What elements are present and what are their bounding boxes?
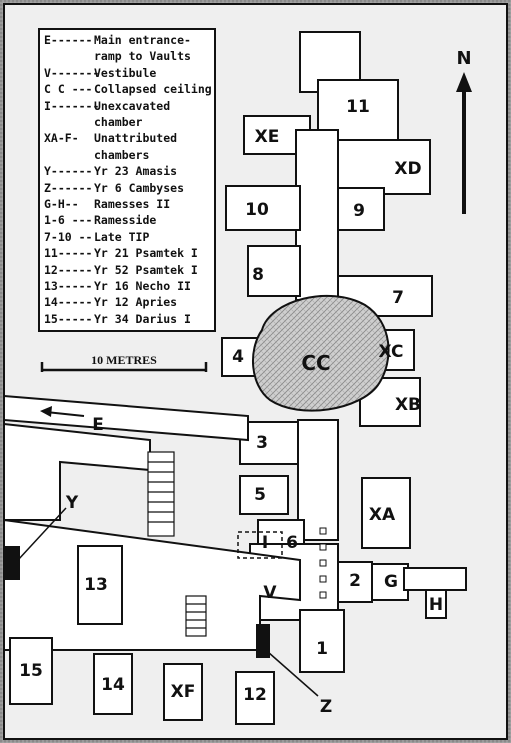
legend-key: Z------ (44, 180, 93, 195)
east-passage (403, 567, 467, 591)
chamber-12 (235, 671, 275, 725)
chamber-5 (239, 475, 289, 515)
legend-key: C C --- (44, 82, 93, 97)
legend-key: 13----- (44, 279, 93, 293)
chamber-8 (247, 245, 301, 297)
chamber-h (425, 589, 447, 619)
label-chamber-11: 11 (346, 97, 370, 117)
stair-lower (185, 595, 207, 637)
legend-text: Vestibule (94, 65, 157, 80)
collapsed-ceiling-area (252, 294, 390, 412)
burial-z-leader (267, 651, 319, 697)
legend-key: XA-F- (44, 131, 79, 146)
chamber-10 (225, 185, 301, 231)
label-burial-z: Z (320, 697, 332, 717)
label-chamber-13: 13 (84, 575, 108, 595)
legend-key: 1-6 --- (44, 213, 93, 228)
burial-z-marker (256, 624, 270, 658)
legend-text: Ramesside (94, 213, 157, 228)
chamber-15 (9, 637, 53, 705)
label-chamber-4: 4 (232, 347, 244, 367)
chamber-xb (359, 377, 421, 427)
legend-key: V------- (44, 65, 100, 80)
legend-text: Unattributed (94, 131, 178, 146)
label-chamber-14: 14 (101, 675, 125, 695)
label-chamber-g: G (384, 572, 398, 592)
label-chamber-xf: XF (171, 682, 196, 702)
chamber-g (371, 563, 409, 601)
legend-key: E------ (44, 33, 93, 47)
legend-key: G-H-- (44, 197, 79, 211)
legend-text: Ramesses II (94, 197, 171, 211)
burial-y-leader (17, 507, 67, 561)
legend-text: Collapsed ceiling (94, 82, 212, 97)
label-burial-y: Y (65, 493, 79, 513)
label-chamber-2: 2 (349, 571, 361, 591)
chamber-14 (93, 653, 133, 715)
label-chamber-1: 1 (316, 639, 328, 659)
legend-text: Yr 21 Psamtek I (94, 246, 198, 261)
legend-text: Unexcavated (94, 98, 171, 113)
label-chamber-6: 6 (286, 533, 298, 553)
legend-text: chambers (94, 147, 150, 162)
legend-key: 15----- (44, 311, 93, 326)
legend-key: 14----- (44, 295, 93, 310)
chamber-xf (163, 663, 203, 721)
central-corridor (295, 129, 339, 301)
label-chamber-12: 12 (243, 685, 267, 705)
label-chamber-xb: XB (395, 395, 421, 415)
legend-text: Late TIP (94, 229, 150, 244)
legend-text: Yr 34 Darius I (94, 311, 191, 326)
label-chamber-xe: XE (255, 127, 280, 147)
entrance-arrow-shaft (45, 411, 85, 417)
label-chamber-7: 7 (392, 288, 404, 308)
legend-key: Y------ (44, 164, 93, 179)
label-chamber-h: H (429, 595, 443, 615)
label-entrance: E (92, 415, 104, 435)
legend-text: Yr 6 Cambyses (94, 180, 185, 195)
label-chamber-9: 9 (353, 201, 365, 221)
chamber-2 (337, 561, 373, 603)
label-chamber-8: 8 (252, 265, 264, 285)
label-chamber-xd: XD (394, 159, 421, 179)
label-collapsed-ceiling: CC (301, 351, 330, 375)
legend-key: 7-10 -- (44, 229, 93, 244)
unexcavated-chamber-outline (237, 531, 283, 559)
chamber-9-annex (337, 187, 385, 231)
legend-key: 12----- (44, 262, 93, 277)
legend-text: chamber (94, 115, 143, 129)
burial-y-marker (4, 546, 20, 580)
legend-key: 11----- (44, 246, 93, 261)
scale-bar-label: 10 METRES (91, 353, 157, 367)
label-chamber-10: 10 (245, 200, 269, 220)
legend-text: Yr 12 Apries (94, 295, 178, 310)
label-chamber-3: 3 (256, 433, 268, 453)
legend-text: Main entrance- (94, 33, 191, 47)
chamber-xa (361, 477, 411, 549)
entrance-arrow-head (40, 406, 52, 417)
label-chamber-15: 15 (19, 661, 43, 681)
chamber-labels: 11 XE XD 10 9 8 7 4 CC XC XB 3 5 XA I 6 … (19, 48, 471, 717)
chamber-13 (77, 545, 123, 625)
north-arrow-head (456, 72, 472, 92)
stair-upper (147, 451, 175, 537)
entrance-ramp (3, 394, 249, 442)
legend-text: ramp to Vaults (94, 49, 191, 64)
label-chamber-xa: XA (369, 505, 396, 525)
legend-text: Yr 16 Necho II (94, 279, 191, 293)
label-north: N (456, 48, 471, 69)
legend-key: I------- (44, 98, 100, 113)
label-chamber-i: I (262, 533, 268, 553)
chamber-1 (299, 609, 345, 673)
legend-text: Yr 52 Psamtek I (94, 262, 198, 277)
label-vestibule: V (263, 583, 277, 603)
pillar-dots (319, 527, 327, 599)
label-chamber-5: 5 (254, 485, 266, 505)
label-chamber-xc: XC (379, 342, 404, 362)
chamber-3 (239, 421, 301, 465)
stairs (147, 451, 207, 637)
legend-text: Yr 23 Amasis (94, 164, 178, 179)
